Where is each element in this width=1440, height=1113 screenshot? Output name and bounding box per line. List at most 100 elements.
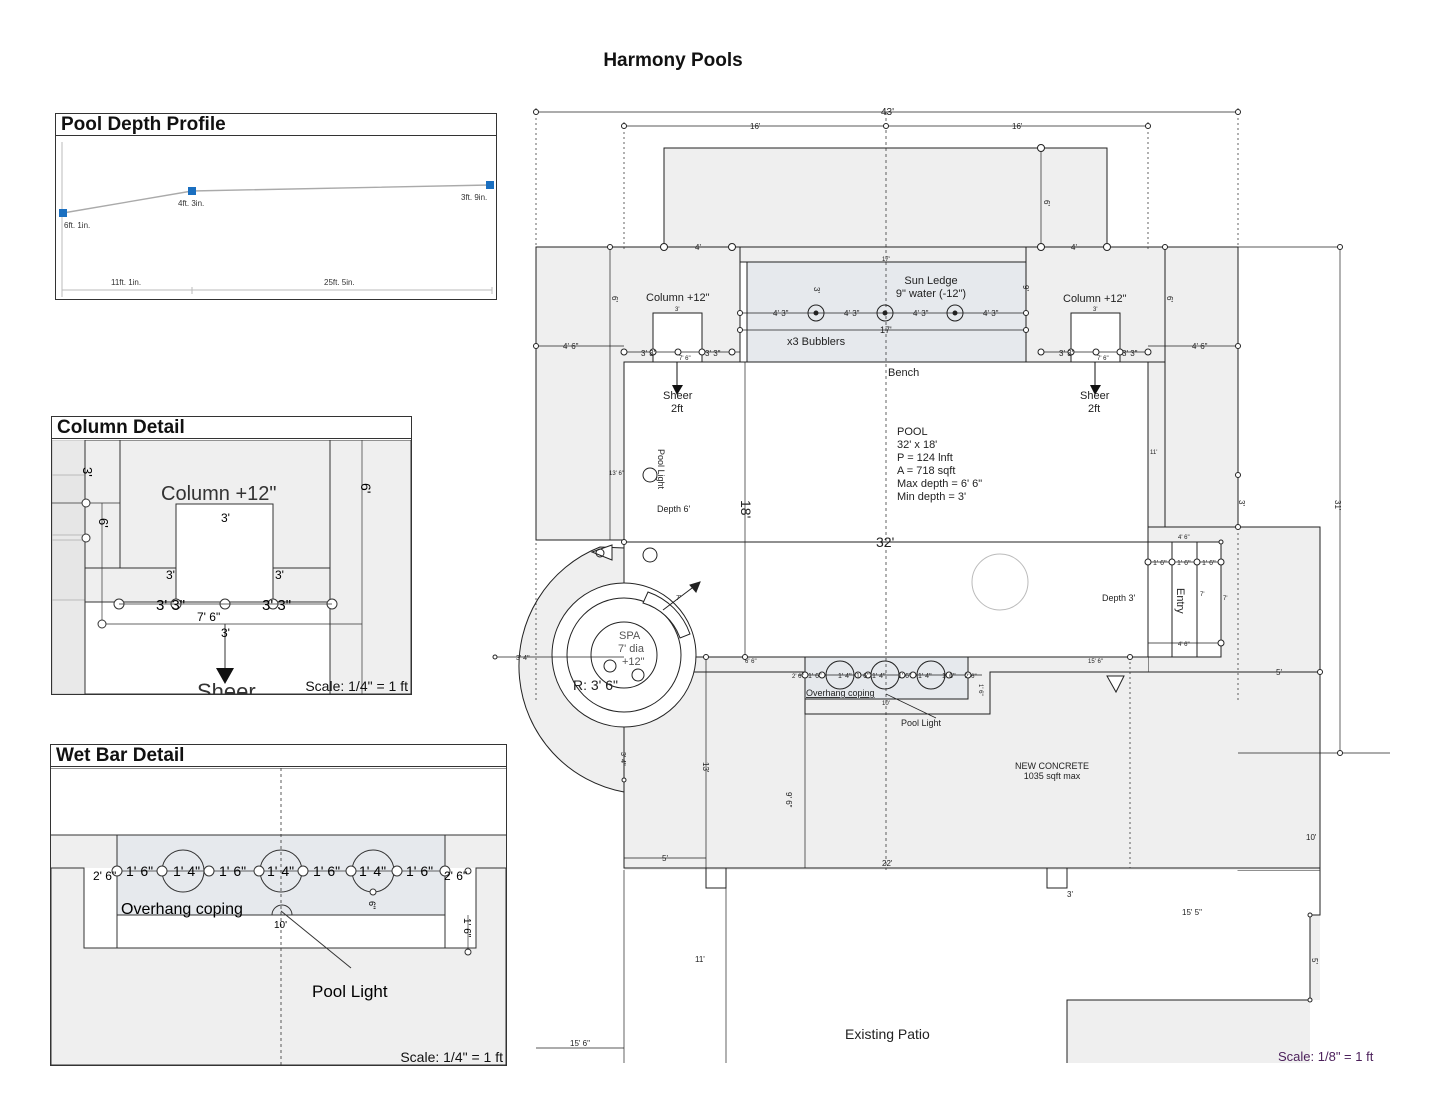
entry-dim-bottom: 4' 6" xyxy=(1178,642,1190,648)
new-concrete-area: 1035 sqft max xyxy=(1024,771,1081,781)
dim-22: 22' xyxy=(882,859,893,868)
dim-3-side: 3' xyxy=(812,287,821,293)
bar-run-4: 1' 6" xyxy=(856,673,870,680)
dim-15-6-bottom: 15' 6" xyxy=(570,1039,590,1048)
overhang-label: Overhang coping xyxy=(806,688,875,698)
bar-detail-run-6: 1' 4" xyxy=(359,863,386,879)
pool-line-1: POOL xyxy=(897,426,928,438)
bar-stool-dim: 6" xyxy=(367,901,377,909)
wet-bar-title: Wet Bar Detail xyxy=(51,745,506,767)
pool-line-3: P = 124 lnft xyxy=(897,452,953,464)
entry-dim-b: 1' 6" xyxy=(1177,560,1191,567)
col-detail-sheer: Sheer xyxy=(197,679,256,694)
column-right-label: Column +12" xyxy=(1063,293,1127,305)
dim-15-6-pool: 15' 6" xyxy=(1088,659,1103,665)
dim-13: 13' xyxy=(701,762,710,773)
sheer-left-label: Sheer xyxy=(663,390,693,402)
col-detail-side-b: 6' xyxy=(96,518,111,528)
dim-5-left: 5' xyxy=(662,854,668,863)
spa-radius: R: 3' 6" xyxy=(573,677,618,693)
ledge-run-1: 4' 3" xyxy=(773,309,789,318)
depth-point-shallow[interactable] xyxy=(486,181,494,189)
depth-profile-panel: Pool Depth Profile 6ft. 1in. 4ft. 3in. 3… xyxy=(55,113,497,300)
dim-15-5: 15' 5" xyxy=(1182,908,1202,917)
col-right-run-c: 7' 6" xyxy=(1097,356,1109,362)
col-detail-right-run: 3' 3" xyxy=(262,597,291,614)
depth-label-mid: 4ft. 3in. xyxy=(178,199,204,208)
pool-line-4: A = 718 sqft xyxy=(897,465,955,477)
entry-dim-c: 1' 6" xyxy=(1202,560,1216,567)
dim-10: 10' xyxy=(1306,833,1317,842)
dim-5-lower: 5' xyxy=(1310,958,1319,964)
segment-label-1: 11ft. 1in. xyxy=(111,278,141,287)
dim-4ft-right: 4' xyxy=(1071,243,1077,252)
depth-label-shallow: 3ft. 9in. xyxy=(461,193,487,202)
col-detail-left-run: 3' 3" xyxy=(156,597,185,614)
plan-scale: Scale: 1/8" = 1 ft xyxy=(1278,1049,1374,1064)
bar-detail-run-3: 1' 6" xyxy=(219,863,246,879)
depth-point-deep[interactable] xyxy=(59,209,67,217)
dim-4ft-left: 4' xyxy=(695,243,701,252)
col-left-run-a: 3' 3" xyxy=(641,349,657,358)
bar-detail-run-7: 1' 6" xyxy=(406,863,433,879)
bar-detail-run-4: 1' 4" xyxy=(267,863,294,879)
bar-end-dim-right: 2' 6" xyxy=(444,869,467,883)
dim-right-height: 31' xyxy=(1333,500,1342,511)
column-detail-scale: Scale: 1/4" = 1 ft xyxy=(305,678,408,694)
bar-run-6: 1' 6" xyxy=(898,673,912,680)
col-detail-inner-run: 7' 6" xyxy=(197,610,220,624)
entry-dim-top: 4' 6" xyxy=(1178,535,1190,541)
col-detail-bottom: 3' xyxy=(221,626,230,640)
bench-label: Bench xyxy=(888,367,919,379)
bar-run-8: 1' 6" xyxy=(942,673,956,680)
bar-end-dim-left: 2' 6" xyxy=(93,869,116,883)
dim-3-lower: 3' xyxy=(1067,890,1073,899)
col-left-top: 3' xyxy=(675,307,679,313)
bar-pool-light: Pool Light xyxy=(312,982,388,1001)
col-detail-right: 3' xyxy=(275,568,284,582)
ledge-run-3: 4' 3" xyxy=(913,309,929,318)
ledge-run-2: 4' 3" xyxy=(844,309,860,318)
entry-dim-side-b: 7' xyxy=(1223,596,1227,602)
bar-run-3: 1' 4" xyxy=(838,673,852,680)
column-detail-title: Column Detail xyxy=(52,417,411,439)
dim-6-left: 6' xyxy=(610,296,619,302)
spa-dia: 7' dia xyxy=(618,643,645,655)
sun-ledge-water: 9" water (-12") xyxy=(896,288,966,300)
depth-3-label: Depth 3' xyxy=(1102,593,1136,603)
bar-step-dim: 1' 6" xyxy=(461,918,472,938)
col-left-run-b: 3' 3" xyxy=(705,349,721,358)
depth-profile-chart: 6ft. 1in. 4ft. 3in. 3ft. 9in. 11ft. 1in.… xyxy=(59,142,494,297)
column-detail-panel: Column Detail Column +12" 3' 3' 3' 3' 3"… xyxy=(51,416,412,695)
pool-line-5: Max depth = 6' 6" xyxy=(897,478,982,490)
spa-label: SPA xyxy=(619,630,641,642)
dim-17: 17' xyxy=(880,325,892,335)
sheer-right-label: Sheer xyxy=(1080,390,1110,402)
dim-9-ledge: 9' xyxy=(1021,285,1030,291)
bar-detail-run-2: 1' 4" xyxy=(173,863,200,879)
pool-line-2: 32' x 18' xyxy=(897,439,937,451)
col-right-top: 3' xyxy=(1093,307,1097,313)
col-detail-side-c: 6' xyxy=(358,483,374,493)
dim-3: 3' xyxy=(1237,500,1246,506)
dim-9-6: 9' 6" xyxy=(784,792,793,808)
bar-run-2: 1' 6" xyxy=(808,673,822,680)
page-title: Harmony Pools xyxy=(603,50,743,71)
bar-run-1: 2' 6" xyxy=(792,674,804,680)
dim-total: 43' xyxy=(881,107,894,118)
dim-3-4-bottom: 3' 4" xyxy=(619,752,626,766)
column-detail-drawing: Column +12" 3' 3' 3' 3' 3" 3' 3" 7' 6" 3… xyxy=(52,440,411,694)
wet-bar-scale: Scale: 1/4" = 1 ft xyxy=(400,1049,503,1065)
pool-light-label: Pool Light xyxy=(656,449,666,490)
dim-3-4-left: 3' 4" xyxy=(516,655,530,662)
depth-point-mid[interactable] xyxy=(188,187,196,195)
dim-6-right: 6' xyxy=(1165,296,1174,302)
wet-bar-panel: Wet Bar Detail 2' 6" 1' 6" 1' 4" 1' 6" 1… xyxy=(50,744,507,1066)
col-detail-left: 3' xyxy=(166,568,175,582)
new-concrete-label: NEW CONCRETE xyxy=(1015,761,1089,771)
bar-run-5: 1' 4" xyxy=(872,673,886,680)
sun-ledge-label: Sun Ledge xyxy=(904,275,957,287)
dim-half-left: 16' xyxy=(750,122,761,131)
entry-dim-a: 1' 6" xyxy=(1153,560,1167,567)
